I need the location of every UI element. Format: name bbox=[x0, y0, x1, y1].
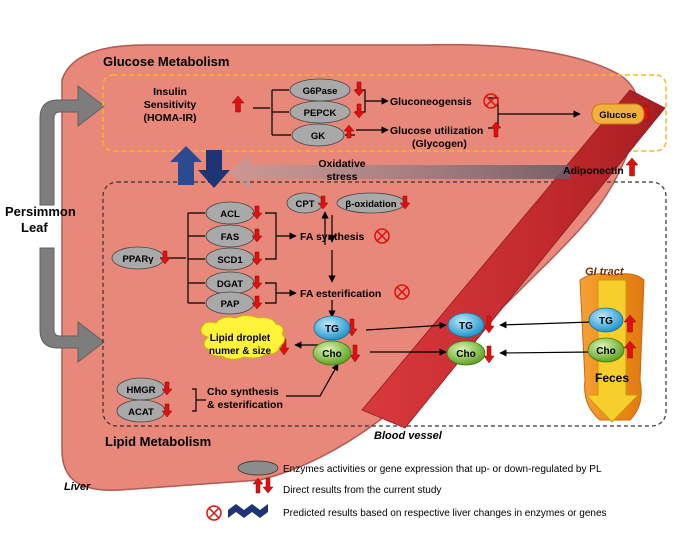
lipid-droplet-cloud bbox=[200, 315, 286, 360]
adiponectin-label: Adiponectin bbox=[563, 165, 624, 177]
cho-liver-label: Cho bbox=[322, 349, 341, 360]
up-arrow-cho-gi bbox=[623, 340, 637, 359]
acl-label: ACL bbox=[220, 209, 240, 220]
cho-liver-ball bbox=[312, 340, 352, 366]
glucose-label: Glucose bbox=[599, 110, 637, 121]
down-arrow-pparg bbox=[159, 250, 171, 265]
glucose-box bbox=[102, 74, 667, 152]
predicted-circles bbox=[206, 93, 499, 521]
scd1-label: SCD1 bbox=[217, 255, 243, 266]
blood-vessel bbox=[361, 89, 666, 429]
down-arrow-cho-liver bbox=[349, 344, 361, 363]
legend-wave-icon bbox=[228, 504, 268, 518]
glycogen-label: (Glycogen) bbox=[412, 138, 467, 150]
fas-label: FAS bbox=[221, 232, 239, 243]
blue-arrows bbox=[170, 146, 230, 188]
tg-blood-ball bbox=[447, 312, 485, 338]
cho-gi-ball bbox=[587, 337, 625, 363]
up-arrow-tg-gi bbox=[623, 314, 637, 333]
fa-esterification-label: FA esterification bbox=[300, 288, 381, 300]
droplet-label-2: numer & size bbox=[209, 346, 272, 357]
down-arrow-pepck bbox=[353, 103, 365, 119]
lipid-metabolism-title: Lipid Metabolism bbox=[105, 434, 211, 449]
down-arrow-acl bbox=[251, 205, 263, 220]
boxidation-label: β-oxidation bbox=[345, 199, 396, 210]
tg-liver-ball bbox=[313, 315, 351, 341]
liver-label: Liver bbox=[64, 481, 91, 493]
down-arrow-pap bbox=[251, 295, 263, 310]
up-arrow-legend bbox=[252, 477, 264, 494]
blood-vessel-label: Blood vessel bbox=[374, 430, 443, 442]
cpt-label: CPT bbox=[296, 199, 315, 210]
gk-ellipse bbox=[291, 123, 345, 147]
down-arrow-dgat bbox=[251, 275, 263, 290]
up-arrow-insulin bbox=[231, 95, 245, 113]
cho-esterification-label: & esterification bbox=[207, 399, 283, 411]
cho-gi-label: Cho bbox=[596, 346, 615, 357]
up-arrow-adiponectin bbox=[625, 157, 639, 177]
tg-gi-ball bbox=[588, 307, 624, 333]
sensitivity-label: Sensitivity bbox=[144, 99, 197, 111]
pap-label: PAP bbox=[221, 299, 240, 310]
down-arrow-acat bbox=[161, 403, 173, 418]
legend-predicted-text: Predicted results based on respective li… bbox=[283, 508, 607, 519]
cho-blood-label: Cho bbox=[456, 349, 475, 360]
down-arrow-legend bbox=[262, 477, 274, 494]
glucose-metabolism-title: Glucose Metabolism bbox=[103, 54, 229, 69]
feces-label: Feces bbox=[595, 371, 629, 385]
down-arrow-cpt bbox=[317, 195, 329, 210]
fa-synthesis-label: FA synthesis bbox=[300, 231, 365, 243]
down-arrow-tg-blood bbox=[483, 315, 495, 334]
down-arrow-g6pase bbox=[353, 81, 365, 97]
homa-label: (HOMA-IR) bbox=[143, 112, 196, 124]
persimmon-label: Persimmon bbox=[5, 204, 76, 219]
dgat-label: DGAT bbox=[217, 279, 243, 290]
gk-label: GK bbox=[311, 131, 325, 142]
legend-enzyme-text: Enzymes activities or gene expression th… bbox=[283, 464, 602, 475]
hmgr-label: HMGR bbox=[126, 385, 155, 396]
down-arrow-hmgr bbox=[161, 381, 173, 396]
gluconeogenesis-label: Gluconeogensis bbox=[390, 96, 472, 108]
leaf-arrows bbox=[39, 84, 105, 364]
g6pase-label: G6Pase bbox=[303, 86, 338, 97]
cho-blood-ball bbox=[446, 340, 486, 366]
pepck-ellipse bbox=[289, 100, 351, 124]
down-arrow-fas bbox=[251, 228, 263, 243]
insulin-label: Insulin bbox=[153, 86, 187, 98]
down-arrow-cho-blood bbox=[483, 345, 495, 364]
glucose-node bbox=[591, 103, 645, 125]
up-arrow-gk bbox=[343, 124, 355, 139]
down-arrow-boxidation bbox=[399, 195, 411, 210]
legend-direct-text: Direct results from the current study bbox=[283, 485, 441, 496]
legend-enzyme-icon bbox=[237, 460, 279, 476]
tg-liver-label: TG bbox=[325, 324, 339, 335]
acat-label: ACAT bbox=[128, 407, 154, 418]
enzyme-ellipses bbox=[111, 78, 406, 423]
droplet-label-1: Lipid droplet bbox=[210, 333, 271, 344]
lipid-box bbox=[102, 181, 667, 427]
gi-tract-label: GI tract bbox=[585, 266, 625, 278]
glucose-util-label: Glucose utilization bbox=[390, 125, 483, 137]
pparg-label: PPARγ bbox=[123, 254, 155, 265]
down-arrow-scd1 bbox=[251, 251, 263, 266]
leaf-label: Leaf bbox=[21, 220, 48, 235]
tg-gi-label: TG bbox=[599, 316, 613, 327]
tg-blood-label: TG bbox=[459, 321, 473, 332]
pepck-label: PEPCK bbox=[304, 108, 337, 119]
oxidative-label: Oxidative bbox=[318, 158, 365, 170]
stress-label: stress bbox=[327, 171, 358, 183]
cho-synthesis-label: Cho synthesis bbox=[207, 386, 279, 398]
up-arrow-glucose-util bbox=[490, 121, 502, 138]
down-arrow-droplet bbox=[278, 338, 290, 356]
